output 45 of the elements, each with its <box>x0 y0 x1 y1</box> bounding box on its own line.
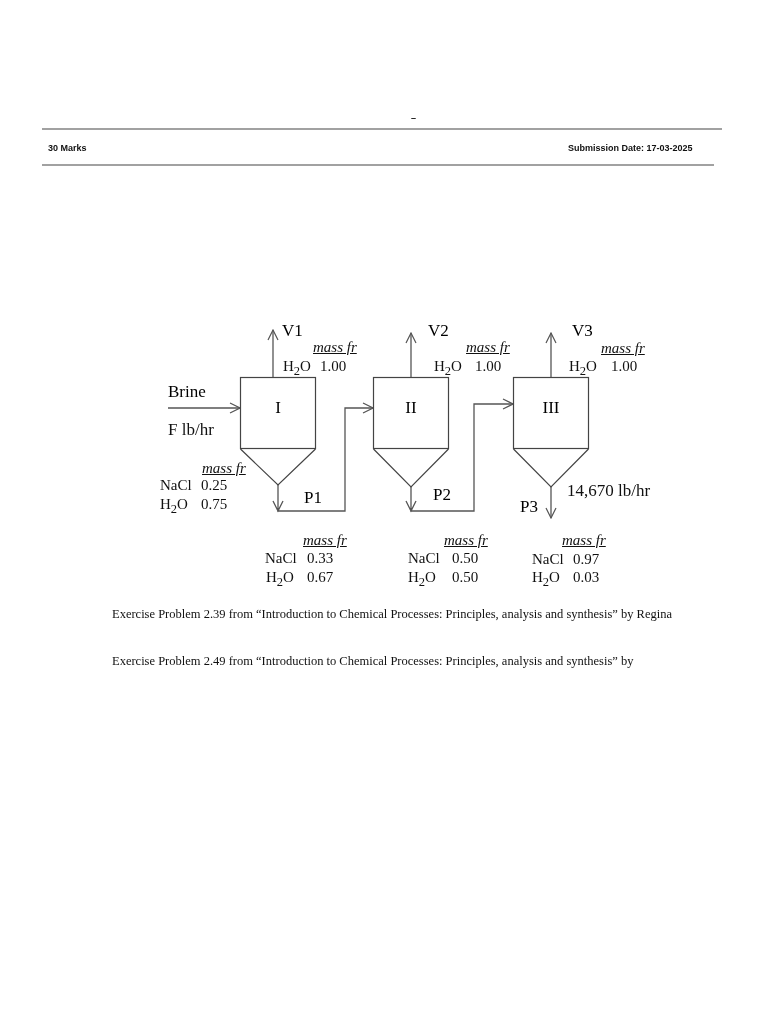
mass-fraction: 0.25 <box>201 477 228 494</box>
mass-fraction: 0.67 <box>307 569 334 586</box>
mass-fraction: 0.03 <box>573 569 600 586</box>
flow-rate: 14,670 lb/hr <box>567 482 651 501</box>
flow-arrow <box>545 332 557 378</box>
mass-fraction: 1.00 <box>320 358 347 375</box>
mass-fraction: 0.75 <box>201 496 228 513</box>
column-heading: mass fr <box>466 339 510 356</box>
flow-arrow <box>545 486 557 519</box>
flow-arrow <box>405 332 417 378</box>
mass-fraction: 0.97 <box>573 551 600 568</box>
column-heading: mass fr <box>444 532 488 549</box>
flow-arrow <box>267 329 279 378</box>
flow-arrow <box>405 398 514 513</box>
mass-fraction: 0.50 <box>452 569 479 586</box>
exercise-note: Exercise Problem 2.39 from “Introduction to Chemical Processes: Principles, analysis and synthesis” by Regina <box>112 608 672 622</box>
column-heading: mass fr <box>313 339 357 356</box>
flow-rate: F lb/hr <box>168 421 214 440</box>
vessel-label: I <box>274 399 282 418</box>
component-name: H$_{2}$O <box>569 358 597 379</box>
component-name: H$_{2}$O <box>434 358 462 379</box>
component-name: H$_{2}$O <box>266 569 294 590</box>
flow-arrow <box>272 402 374 513</box>
flow-arrow <box>167 402 241 414</box>
column-heading: mass fr <box>303 532 347 549</box>
column-heading: mass fr <box>562 532 606 549</box>
vessel-label: II <box>404 399 418 418</box>
mass-fraction: 0.33 <box>307 550 334 567</box>
component-name: H$_{2}$O <box>532 569 560 590</box>
marks-text: 30 Marks <box>48 144 87 154</box>
mass-fraction: 1.00 <box>475 358 502 375</box>
component-name: H$_{2}$O <box>408 569 436 590</box>
component-name: H$_{2}$O <box>283 358 311 379</box>
vessel-label: III <box>541 399 561 418</box>
dash-mark: – <box>411 114 416 124</box>
component-name: NaCl <box>532 551 564 568</box>
submission-date: Submission Date: 17-03-2025 <box>568 144 693 154</box>
mass-fraction: 1.00 <box>611 358 638 375</box>
mass-fraction: 0.50 <box>452 550 479 567</box>
column-heading: mass fr <box>202 460 246 477</box>
component-name: NaCl <box>160 477 192 494</box>
component-name: H$_{2}$O <box>160 496 188 517</box>
exercise-note: Exercise Problem 2.49 from “Introduction to Chemical Processes: Principles, analysis and synthesis” by <box>112 655 634 669</box>
component-name: NaCl <box>408 550 440 567</box>
component-name: NaCl <box>265 550 297 567</box>
